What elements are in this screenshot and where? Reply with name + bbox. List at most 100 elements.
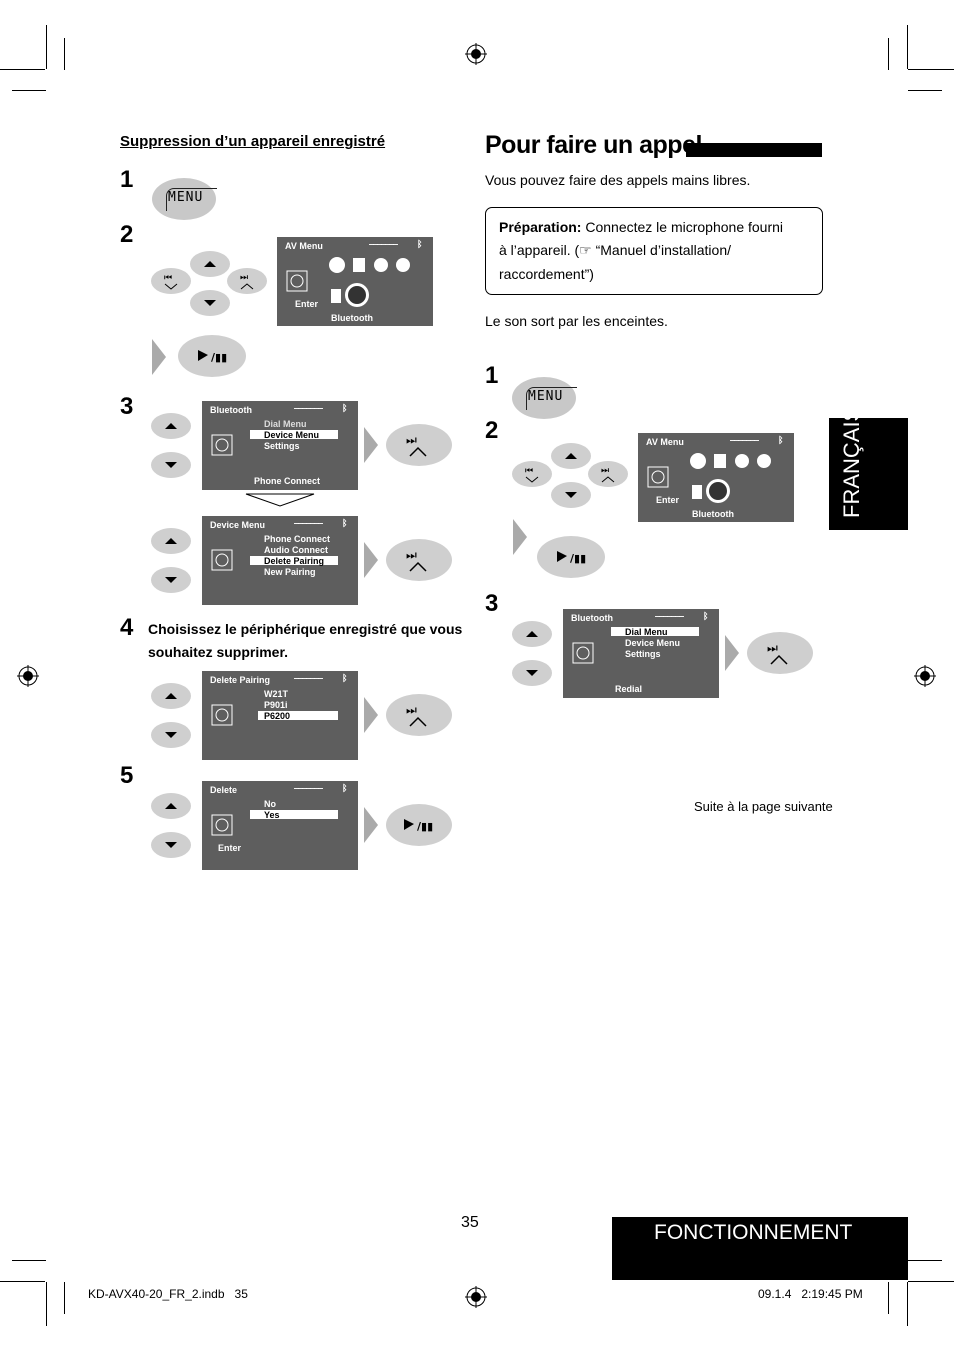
status-indicator: ‒‒‒‒‒‒‒ bbox=[730, 435, 759, 445]
screen-title: AV Menu bbox=[646, 437, 684, 447]
svg-text:/▮▮: /▮▮ bbox=[417, 820, 433, 833]
play-pause-button[interactable]: /▮▮ bbox=[178, 335, 246, 377]
bluetooth-icon: ᛒ bbox=[417, 239, 423, 249]
crop-mark bbox=[46, 1282, 47, 1326]
bluetooth-screen: Bluetooth ‒‒‒‒‒‒‒ ᛒ Dial Menu Device Men… bbox=[202, 401, 358, 490]
language-tab-label: FRANÇAIS bbox=[839, 406, 864, 518]
play-pause-button[interactable]: /▮▮ bbox=[537, 536, 605, 578]
screen-title: Delete Pairing bbox=[210, 675, 271, 685]
crop-mark bbox=[888, 38, 889, 70]
joystick-icon bbox=[286, 270, 308, 292]
av-menu-screen: AV Menu ‒‒‒‒‒‒‒ ᛒ Enter Bluetooth bbox=[638, 433, 794, 522]
crop-mark bbox=[908, 69, 954, 70]
up-button[interactable] bbox=[151, 793, 191, 819]
joystick-icon bbox=[211, 814, 233, 836]
up-button[interactable] bbox=[151, 528, 191, 554]
up-button[interactable] bbox=[190, 251, 230, 277]
arrow-icon bbox=[364, 697, 378, 733]
screen-title: Device Menu bbox=[210, 520, 266, 530]
menu-item-selected: Dial Menu bbox=[611, 627, 699, 637]
next-button[interactable]: ⏭ bbox=[227, 268, 267, 294]
crop-mark bbox=[12, 90, 46, 91]
svg-text:⏭: ⏭ bbox=[406, 548, 417, 562]
svg-text:⏭: ⏭ bbox=[601, 466, 609, 476]
status-indicator: ‒‒‒‒‒‒‒ bbox=[294, 518, 323, 528]
menu-item: Device Menu bbox=[625, 638, 681, 648]
bluetooth-icon: ᛒ bbox=[342, 403, 348, 413]
joystick-icon bbox=[211, 704, 233, 726]
step-number: 2 bbox=[485, 417, 499, 444]
section-tab: FONCTIONNEMENT bbox=[612, 1217, 908, 1280]
heading-rule bbox=[686, 143, 822, 157]
preparation-box bbox=[485, 207, 823, 295]
bluetooth-icon: ᛒ bbox=[703, 611, 709, 621]
continue-text: Suite à la page suivante bbox=[694, 799, 833, 814]
enter-label: Enter bbox=[295, 299, 319, 309]
crop-mark bbox=[907, 25, 908, 69]
menu-button[interactable]: MENU bbox=[152, 178, 217, 220]
next-button[interactable]: ⏭ bbox=[386, 424, 452, 466]
status-indicator: ‒‒‒‒‒‒‒ bbox=[294, 783, 323, 793]
crop-mark bbox=[0, 69, 45, 70]
down-button[interactable] bbox=[151, 452, 191, 478]
svg-text:⏭: ⏭ bbox=[767, 641, 778, 655]
crop-mark bbox=[0, 1281, 45, 1282]
step4-text: Choisissez le périphérique enregistré qu… bbox=[148, 621, 463, 637]
step-number: 5 bbox=[120, 762, 134, 789]
crop-mark bbox=[12, 1260, 46, 1261]
up-button[interactable] bbox=[551, 443, 591, 469]
footer-file: KD-AVX40-20_FR_2.indb 35 bbox=[88, 1287, 248, 1301]
intro-text: Vous pouvez faire des appels mains libre… bbox=[485, 172, 751, 188]
next-button[interactable]: ⏭ bbox=[386, 694, 452, 736]
device-menu-screen: Device Menu ‒‒‒‒‒‒‒ ᛒ Phone Connect Audi… bbox=[202, 516, 358, 605]
menu-item: New Pairing bbox=[264, 567, 316, 577]
menu-item: Phone Connect bbox=[264, 534, 331, 544]
up-button[interactable] bbox=[151, 683, 191, 709]
menu-button[interactable]: MENU bbox=[512, 377, 577, 419]
delete-pairing-screen: Delete Pairing ‒‒‒‒‒‒‒ ᛒ W21T P901i P620… bbox=[202, 671, 358, 760]
next-button[interactable]: ⏭ bbox=[588, 461, 628, 487]
svg-text:⏭: ⏭ bbox=[406, 433, 417, 447]
play-pause-button[interactable]: /▮▮ bbox=[386, 804, 452, 846]
down-button[interactable] bbox=[512, 660, 552, 686]
av-menu-screen: AV Menu ‒‒‒‒‒‒‒ ᛒ Enter Bluetooth bbox=[277, 237, 433, 326]
prev-button[interactable]: ⏮ bbox=[512, 461, 552, 487]
status-indicator: ‒‒‒‒‒‒‒ bbox=[294, 673, 323, 683]
up-button[interactable] bbox=[512, 621, 552, 647]
menu-icons bbox=[329, 257, 410, 307]
down-button[interactable] bbox=[151, 832, 191, 858]
step-number: 3 bbox=[485, 590, 499, 617]
menu-item-selected: Device Menu bbox=[250, 430, 338, 440]
page-number: 35 bbox=[461, 1214, 479, 1231]
crop-mark bbox=[908, 1260, 942, 1261]
menu-button-label: MENU bbox=[168, 190, 204, 205]
crop-mark bbox=[46, 25, 47, 69]
up-button[interactable] bbox=[151, 413, 191, 439]
menu-item: Audio Connect bbox=[264, 545, 328, 555]
step-number: 1 bbox=[485, 362, 499, 389]
down-button[interactable] bbox=[190, 290, 230, 316]
registration-mark-icon bbox=[17, 665, 39, 687]
preparation-line: Préparation: Connectez le microphone fou… bbox=[499, 219, 784, 235]
sound-text: Le son sort par les enceintes. bbox=[485, 313, 668, 329]
bluetooth-screen: Bluetooth ‒‒‒‒‒‒‒ ᛒ Dial Menu Device Men… bbox=[563, 609, 719, 698]
bluetooth-icon: ᛒ bbox=[342, 518, 348, 528]
footer-timestamp: 09.1.4 2:19:45 PM bbox=[758, 1287, 863, 1301]
crop-mark bbox=[888, 1282, 889, 1314]
step-number: 1 bbox=[120, 166, 134, 193]
option-item-selected: Yes bbox=[250, 810, 338, 820]
bluetooth-label: Bluetooth bbox=[331, 313, 373, 323]
bluetooth-icon: ᛒ bbox=[342, 673, 348, 683]
next-button[interactable]: ⏭ bbox=[747, 632, 813, 674]
prev-button[interactable]: ⏮ bbox=[151, 268, 191, 294]
down-button[interactable] bbox=[151, 722, 191, 748]
down-button[interactable] bbox=[551, 482, 591, 508]
registration-mark-icon bbox=[465, 43, 487, 65]
crop-mark bbox=[64, 38, 65, 70]
down-button[interactable] bbox=[151, 567, 191, 593]
bluetooth-icon: ᛒ bbox=[778, 435, 784, 445]
crop-mark bbox=[908, 1281, 954, 1282]
menu-button-label: MENU bbox=[528, 389, 564, 404]
menu-item: Settings bbox=[264, 441, 300, 451]
next-button[interactable]: ⏭ bbox=[386, 539, 452, 581]
